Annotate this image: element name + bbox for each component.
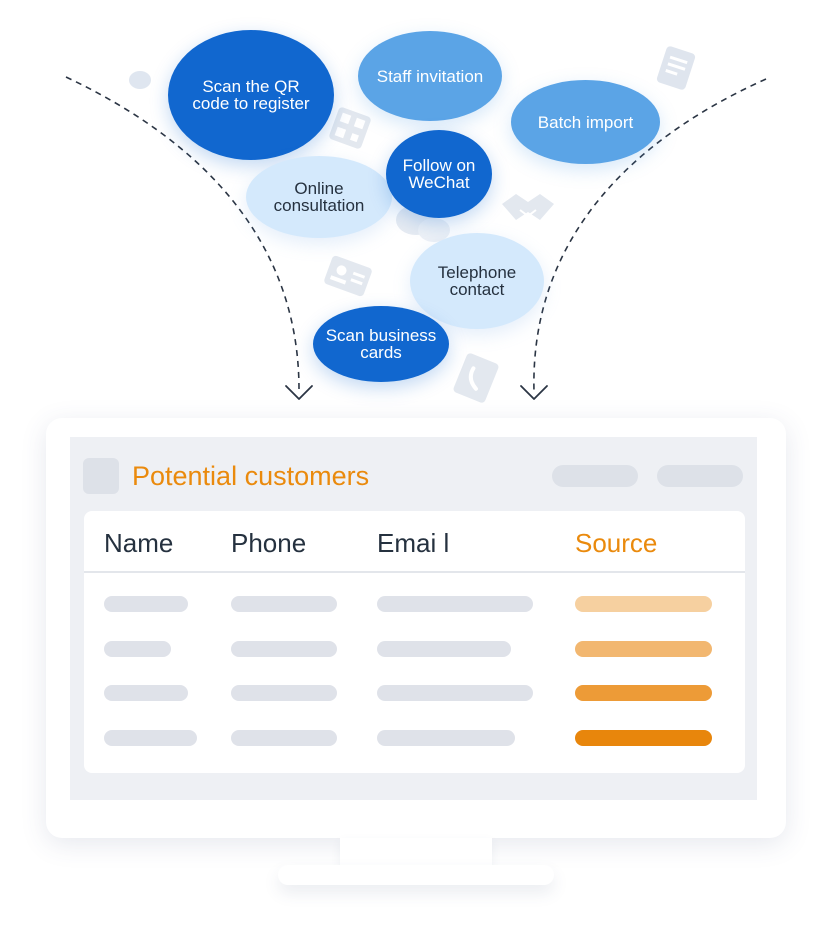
left-funnel-arrow [65,76,300,393]
qr-code-icon [329,107,371,149]
table-cell-email-placeholder [377,596,533,612]
table-cell-phone-placeholder [231,730,337,746]
bubble-scan-qr: Scan the QR code to register [168,30,334,160]
table-cell-source-bar [575,596,712,612]
table-cell-source-bar [575,730,712,746]
column-header-source: Source [575,528,658,558]
left-arrowhead [285,385,313,400]
document-icon [656,46,696,90]
column-header-phone: Phone [231,528,307,558]
table-cell-name-placeholder [104,730,197,746]
monitor-stand-base [278,865,554,885]
bubble-telephone-contact: Telephone contact [410,233,544,329]
chat-dot-icon [129,71,151,89]
bubble-online-consultation: Online consultation [246,156,392,238]
table-cell-email-placeholder [377,685,533,701]
bubble-scan-business-cards: Scan business cards [313,306,449,382]
table-header-divider [84,571,745,573]
table-cell-source-bar [575,685,712,701]
column-header-name: Name [104,528,174,558]
panel-title: Potential customers [132,461,370,491]
table-cell-phone-placeholder [231,641,337,657]
header-action-button-2[interactable] [657,465,743,487]
table-cell-name-placeholder [104,596,188,612]
table-cell-email-placeholder [377,641,511,657]
handshake-icon [502,194,554,220]
monitor-stand-neck [340,838,492,868]
table-cell-email-placeholder [377,730,515,746]
bubble-follow-wechat: Follow on WeChat [386,130,492,218]
column-header-email: Emai l [377,528,450,558]
table-cell-phone-placeholder [231,596,337,612]
business-card-icon [324,255,372,297]
table-cell-name-placeholder [104,641,171,657]
right-funnel-arrow [533,78,767,393]
table-cell-name-placeholder [104,685,188,701]
panel-placeholder-icon [83,458,119,494]
phone-book-icon [453,353,499,403]
wechat-icon [396,205,450,242]
bubble-batch-import: Batch import [511,80,660,164]
right-arrowhead [520,385,548,400]
bubble-staff-invitation: Staff invitation [358,31,502,121]
table-cell-source-bar [575,641,712,657]
table-cell-phone-placeholder [231,685,337,701]
header-action-button-1[interactable] [552,465,638,487]
